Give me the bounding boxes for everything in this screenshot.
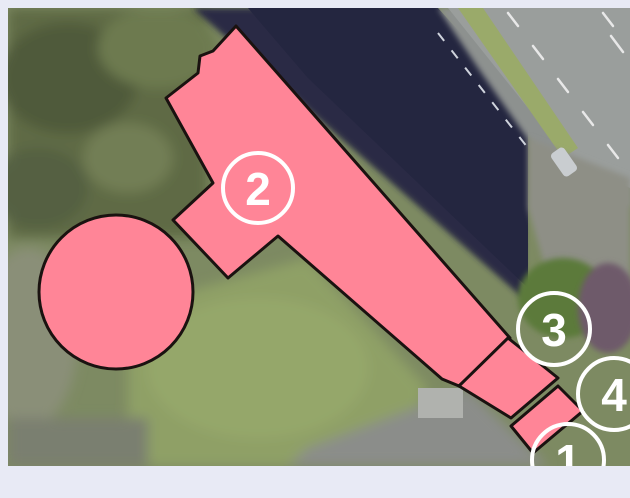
marker-2[interactable]: 2 <box>221 151 295 225</box>
marker-4-label: 4 <box>601 369 627 421</box>
aerial-map-canvas[interactable]: 2 3 4 1 <box>8 8 630 466</box>
marker-4[interactable]: 4 <box>576 356 630 432</box>
marker-2-ring <box>221 151 295 225</box>
aerial-imagery <box>8 8 630 466</box>
marker-1-label: 1 <box>555 435 581 466</box>
marker-3-label: 3 <box>541 304 567 356</box>
round-annex-footprint[interactable] <box>37 213 195 371</box>
building-footprints <box>37 24 585 455</box>
marker-1-ring <box>530 422 606 466</box>
marker-3[interactable]: 3 <box>516 291 592 367</box>
marker-3-ring <box>516 291 592 367</box>
marker-1[interactable]: 1 <box>530 422 606 466</box>
aerial-map[interactable]: 2 3 4 1 <box>8 8 630 466</box>
marker-4-ring <box>576 356 630 432</box>
building-3-footprint[interactable] <box>457 336 560 420</box>
marker-2-label: 2 <box>245 163 271 215</box>
